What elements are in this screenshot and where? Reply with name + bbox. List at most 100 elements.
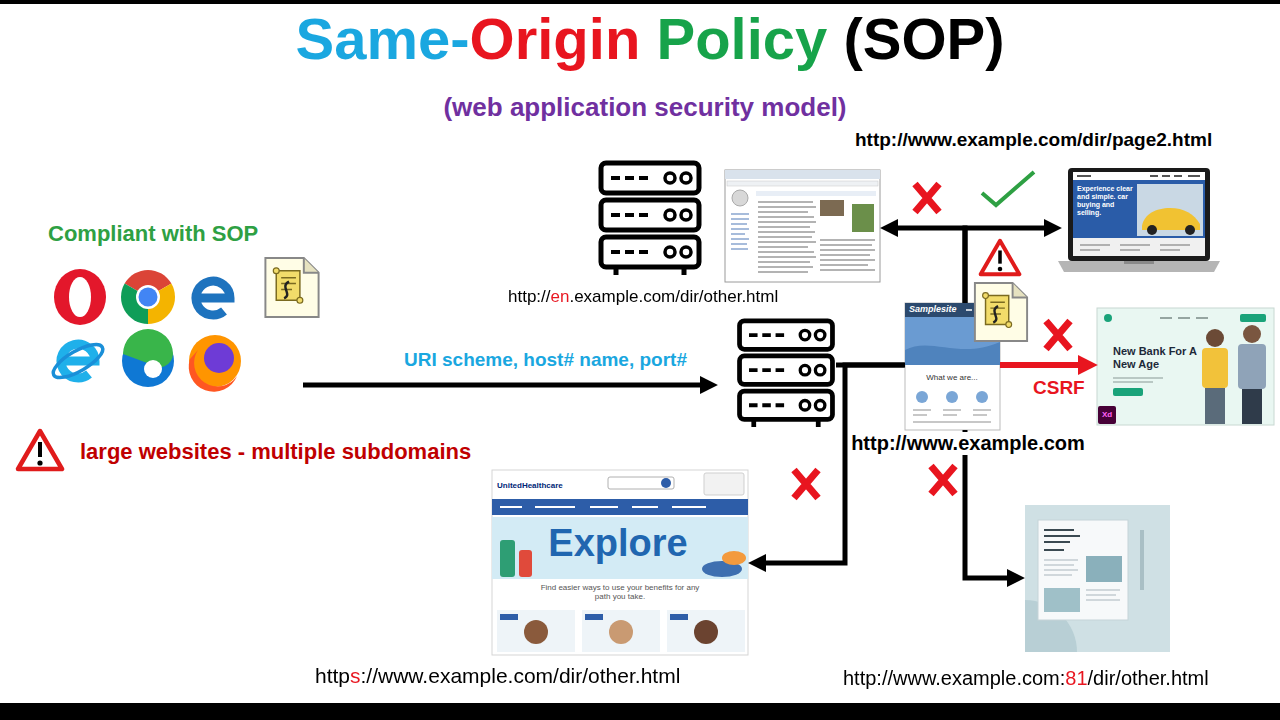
page-screenshot	[1202, 348, 1228, 388]
page-screenshot	[725, 170, 880, 282]
blocked-mark	[1046, 321, 1070, 349]
page-node: https://www.example.com/dir/other.htmlUn…	[492, 470, 748, 655]
server-icon	[740, 321, 833, 427]
page-node: http://www.example.com/dir/page2.htmlExp…	[1062, 166, 1214, 276]
page-screenshot	[1242, 389, 1262, 424]
page-screenshot	[497, 610, 575, 652]
browser-logos	[54, 269, 106, 325]
laptop-screenshot	[1073, 238, 1205, 256]
page-screenshot	[1160, 317, 1208, 319]
laptop-screenshot	[1077, 175, 1200, 177]
page-screenshot	[1206, 329, 1224, 347]
page-screenshot	[732, 190, 748, 206]
url-label: http://www.example.com/dir/page2.html	[855, 129, 1212, 151]
url-label: https://www.example.com/dir/other.html	[315, 664, 680, 688]
blocked-mark	[794, 470, 818, 498]
screen-text: Find easier ways to use your benefits fo…	[540, 583, 700, 601]
blocked-mark	[915, 184, 939, 212]
laptop-screenshot	[1185, 225, 1195, 235]
page-screenshot	[1205, 388, 1225, 424]
browser-logos	[136, 285, 160, 309]
page-screenshot	[661, 478, 671, 488]
app-icon-text: Xd	[1102, 410, 1112, 419]
screen-heading: New Bank For A New Age	[1113, 345, 1199, 370]
laptop-screenshot	[1124, 261, 1154, 264]
page-screenshot	[524, 620, 548, 644]
screen-heading: Explore	[548, 522, 687, 566]
page-screenshot	[1113, 378, 1163, 382]
laptop-screenshot	[1073, 180, 1205, 238]
page-screenshot	[1243, 325, 1261, 343]
page-node: http://www.example.com:81/dir/other.html	[1025, 505, 1170, 652]
page-screenshot	[1104, 314, 1112, 322]
page-screenshot	[704, 473, 744, 495]
laptop-screenshot	[1058, 261, 1220, 272]
page-screenshot	[585, 614, 603, 620]
connector-arrow	[756, 365, 905, 563]
page-screenshot	[1097, 308, 1274, 425]
request-arrow	[303, 383, 710, 388]
page-screenshot	[1038, 520, 1128, 620]
group-label: Compliant with SOP	[48, 221, 258, 246]
blocked-mark	[931, 466, 955, 494]
page-screenshot	[500, 506, 706, 508]
page-screenshot	[670, 614, 688, 620]
laptop-screenshot	[1080, 245, 1190, 250]
page-screenshot	[492, 470, 748, 655]
edge-label: CSRF	[1033, 377, 1085, 399]
page-screenshot	[725, 170, 880, 282]
page-screenshot	[694, 620, 718, 644]
laptop-screenshot	[1147, 225, 1157, 235]
page-screenshot	[492, 499, 748, 515]
page-screenshot	[1086, 556, 1122, 582]
browser-logos	[144, 360, 162, 378]
page-screenshot	[722, 551, 746, 565]
page-screenshot	[1238, 344, 1266, 389]
arrow-label: URI scheme, host# name, port#	[404, 349, 687, 371]
page-screenshot	[913, 410, 991, 422]
browser-logos	[49, 269, 241, 392]
subtitle: (web application security model)	[443, 93, 846, 123]
page-screenshot	[609, 620, 633, 644]
url-label: http://www.example.com	[848, 432, 1088, 455]
laptop-screenshot	[1068, 168, 1210, 261]
script-file-icon	[975, 283, 1027, 341]
script-file-icon	[265, 258, 318, 317]
page-node: http://en.example.com/dir/other.html	[725, 170, 880, 282]
diagram-title: Same-Origin Policy (SOP)	[295, 6, 1004, 73]
page-screenshot	[492, 517, 748, 579]
browser-logos	[196, 281, 230, 315]
page-screenshot	[820, 200, 844, 216]
page-screenshot	[916, 391, 928, 403]
site-logo-text: UnitedHealthcare	[497, 481, 563, 490]
connector-arrow	[888, 228, 965, 303]
screen-text: Experience clear and simple. car buying …	[1077, 185, 1135, 217]
screen-text: What we are...	[926, 373, 978, 382]
url-label: http://en.example.com/dir/other.html	[508, 287, 778, 307]
warning-symbol	[981, 241, 1020, 274]
connector-arrow	[1000, 362, 1089, 368]
page-screenshot	[905, 342, 1000, 365]
warning-symbol	[18, 431, 62, 469]
page-screenshot	[820, 240, 875, 270]
page-screenshot	[1113, 388, 1143, 396]
page-screenshot	[946, 391, 958, 403]
page-screenshot	[492, 470, 748, 655]
page-screenshot	[1044, 560, 1078, 575]
page-screenshot	[1025, 505, 1170, 652]
connector-arrow	[965, 228, 1054, 303]
page-screenshot	[1025, 505, 1170, 652]
laptop-screenshot	[1137, 184, 1203, 236]
page-screenshot	[582, 610, 660, 652]
allowed-check	[982, 172, 1034, 205]
page-node: http://www.example.comSamplesiteWhat we …	[905, 303, 1000, 430]
laptop-screenshot	[1073, 172, 1205, 256]
url-label: http://www.example.com:81/dir/other.html	[843, 667, 1209, 690]
page-screenshot	[976, 391, 988, 403]
warning-note: large websites - multiple subdomains	[80, 439, 471, 464]
page-node: New Bank For A New AgeXd	[1097, 308, 1274, 425]
page-screenshot	[608, 477, 674, 489]
page-screenshot	[758, 202, 816, 272]
browser-logos	[204, 343, 234, 373]
